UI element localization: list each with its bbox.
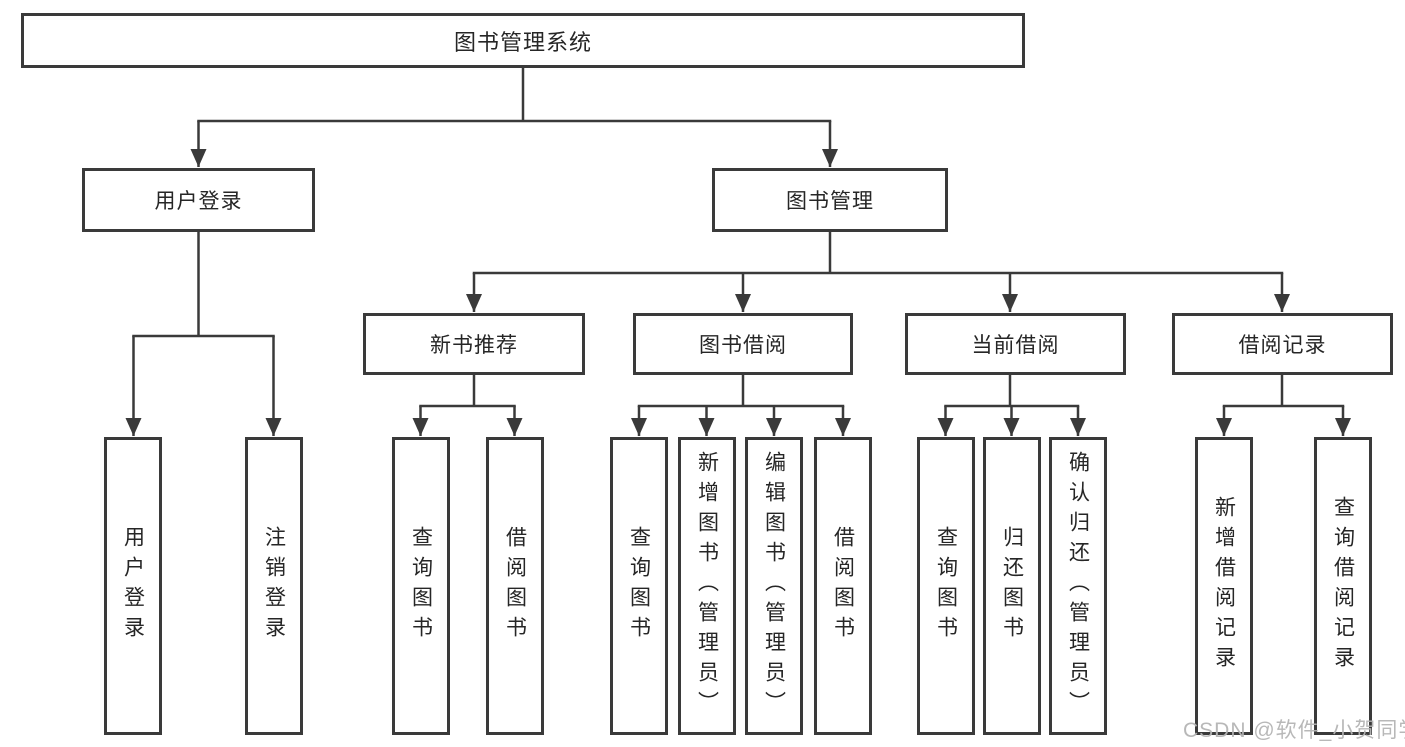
node-new-book-recommend-label: 新书推荐	[430, 334, 518, 357]
leaf-borrow-books: 借阅图书	[814, 437, 872, 735]
node-book-management: 图书管理	[712, 168, 948, 232]
leaf-query-books-borrow: 查询图书	[610, 437, 668, 735]
leaf-return-books-label: 归还图书	[1000, 526, 1024, 646]
node-current-borrow: 当前借阅	[905, 313, 1126, 375]
leaf-add-borrow-record: 新增借阅记录	[1195, 437, 1253, 735]
node-book-borrow: 图书借阅	[633, 313, 853, 375]
leaf-logout: 注销登录	[245, 437, 303, 735]
leaf-add-borrow-record-label: 新增借阅记录	[1212, 496, 1236, 676]
leaf-user-login: 用户登录	[104, 437, 162, 735]
node-root-label: 图书管理系统	[453, 29, 592, 55]
node-user-login: 用户登录	[82, 168, 315, 232]
leaf-edit-books-admin: 编辑图书（管理员）	[745, 437, 803, 735]
leaf-borrow-books-recommend-label: 借阅图书	[503, 526, 527, 646]
node-book-borrow-label: 图书借阅	[699, 334, 787, 357]
leaf-add-books-admin: 新增图书（管理员）	[678, 437, 736, 735]
leaf-query-books-borrow-label: 查询图书	[627, 526, 651, 646]
node-book-management-label: 图书管理	[786, 190, 874, 213]
leaf-confirm-return-admin: 确认归还（管理员）	[1049, 437, 1107, 735]
leaf-borrow-books-recommend: 借阅图书	[486, 437, 544, 735]
leaf-borrow-books-label: 借阅图书	[831, 526, 855, 646]
leaf-confirm-return-admin-label: 确认归还（管理员）	[1066, 451, 1090, 721]
node-borrow-records: 借阅记录	[1172, 313, 1393, 375]
leaf-query-books-current: 查询图书	[917, 437, 975, 735]
leaf-query-borrow-record: 查询借阅记录	[1314, 437, 1372, 735]
leaf-user-login-label: 用户登录	[121, 526, 145, 646]
node-user-login-label: 用户登录	[154, 190, 243, 213]
leaf-query-borrow-record-label: 查询借阅记录	[1331, 496, 1355, 676]
leaf-query-books-recommend-label: 查询图书	[409, 526, 433, 646]
node-current-borrow-label: 当前借阅	[971, 334, 1060, 357]
node-borrow-records-label: 借阅记录	[1238, 334, 1327, 357]
node-new-book-recommend: 新书推荐	[363, 313, 585, 375]
leaf-add-books-admin-label: 新增图书（管理员）	[695, 451, 719, 721]
node-root: 图书管理系统	[21, 13, 1025, 68]
leaf-query-books-recommend: 查询图书	[392, 437, 450, 735]
leaf-query-books-current-label: 查询图书	[934, 526, 958, 646]
leaf-edit-books-admin-label: 编辑图书（管理员）	[762, 451, 786, 721]
leaf-return-books: 归还图书	[983, 437, 1041, 735]
watermark: CSDN @软件_小贺同学	[1183, 719, 1405, 742]
leaf-logout-label: 注销登录	[262, 526, 286, 646]
